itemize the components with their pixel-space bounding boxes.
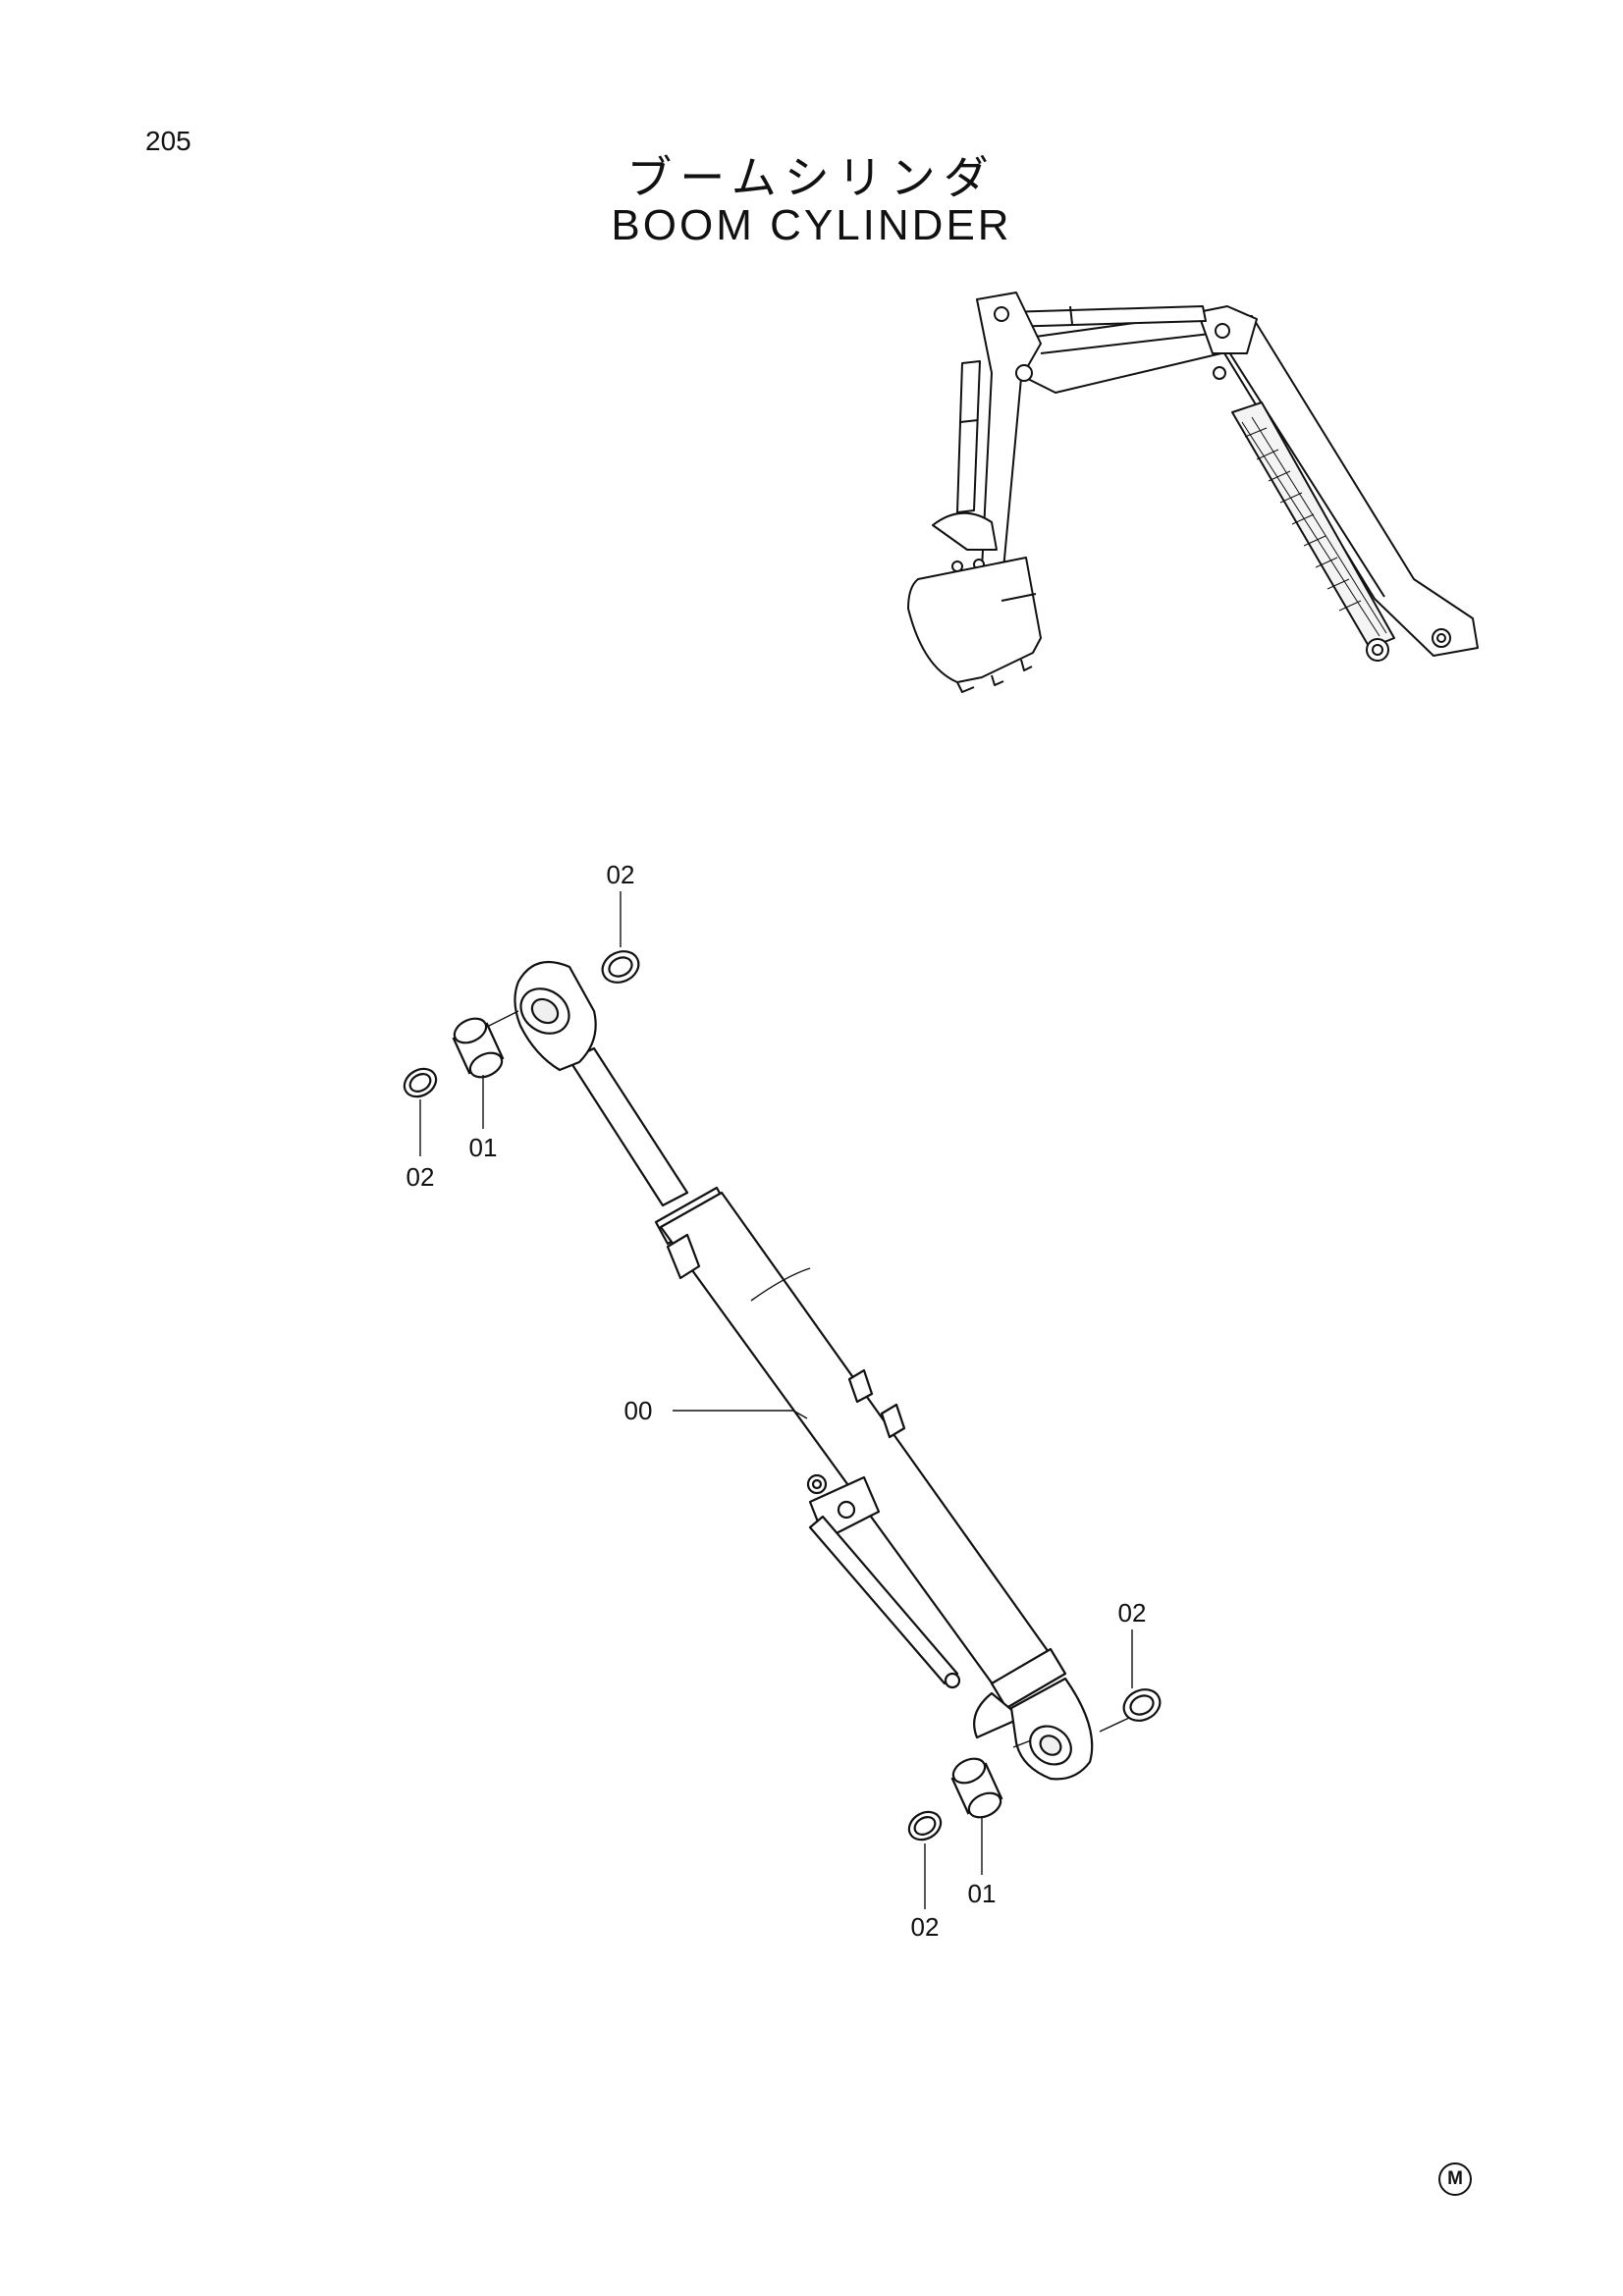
bushing-bottom bbox=[950, 1757, 1003, 1819]
callout-cylinder: 00 bbox=[624, 1396, 653, 1425]
manufacturer-mark: M bbox=[1438, 2163, 1472, 2196]
excavator-arm-illustration bbox=[907, 292, 1479, 693]
seal-bottom-right bbox=[1122, 1688, 1162, 1722]
page-title-japanese: ブームシリンダ bbox=[626, 151, 997, 204]
seal-top-left bbox=[403, 1067, 438, 1098]
assembly-axis-lines bbox=[488, 1010, 1130, 1748]
callout-seal-bottom-left: 02 bbox=[911, 1912, 940, 1942]
leader-lines bbox=[419, 891, 1133, 1909]
callout-seal-bottom-right: 02 bbox=[1118, 1598, 1147, 1628]
callout-bushing-top: 01 bbox=[469, 1133, 498, 1162]
seal-bottom-left bbox=[907, 1810, 943, 1842]
callout-seal-top-left: 02 bbox=[406, 1162, 435, 1192]
page-number: 205 bbox=[145, 126, 191, 156]
bushing-top bbox=[452, 1017, 505, 1079]
boom-cylinder bbox=[514, 960, 1094, 1781]
seal-top-right bbox=[601, 950, 640, 984]
page-title: BOOM CYLINDER bbox=[611, 201, 1012, 249]
callout-bushing-bottom: 01 bbox=[968, 1879, 997, 1908]
callout-seal-top-right: 02 bbox=[607, 860, 635, 889]
